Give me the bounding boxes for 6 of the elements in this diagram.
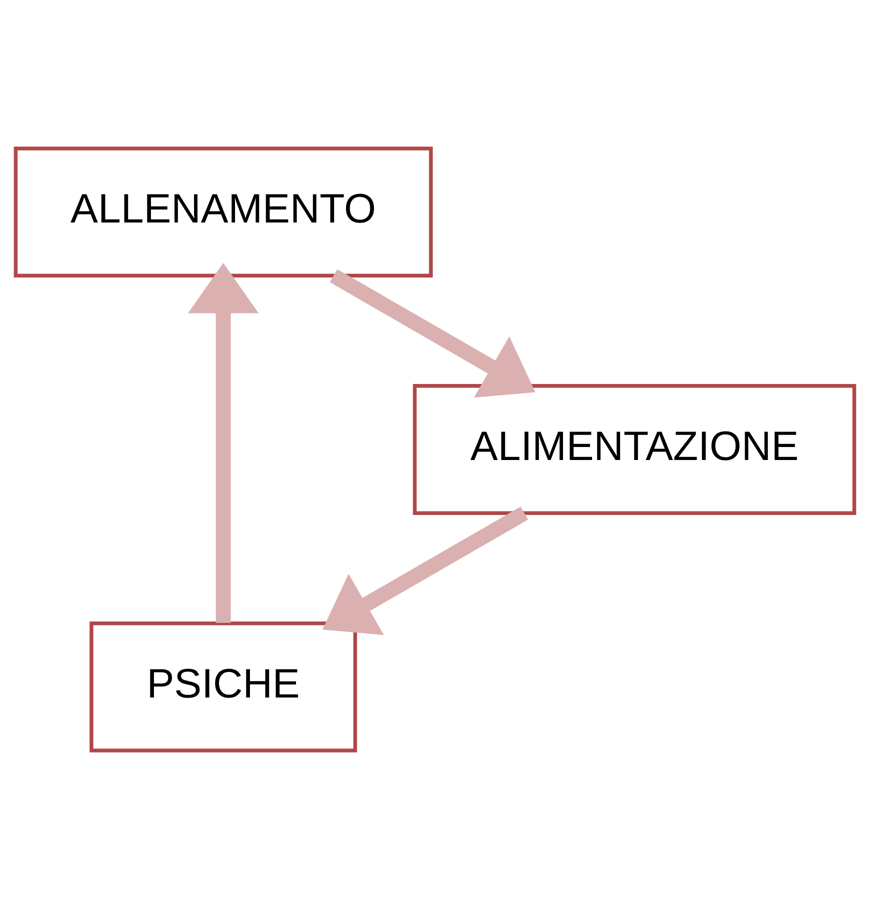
- node-box: ALLENAMENTO: [14, 146, 433, 278]
- node-box: PSICHE: [90, 620, 358, 752]
- arrow: [188, 262, 259, 622]
- arrow: [322, 506, 528, 635]
- arrow: [330, 268, 536, 398]
- node-box: ALIMENTAZIONE: [412, 384, 856, 514]
